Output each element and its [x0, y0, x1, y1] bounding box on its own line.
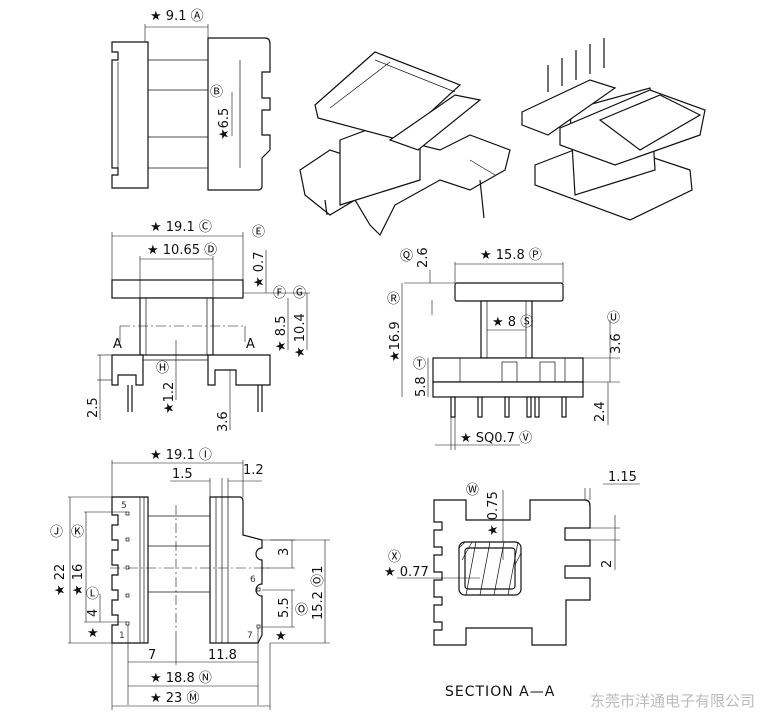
dim-q-ref: Ⓠ [400, 249, 413, 264]
dim-t-ref: Ⓣ [413, 357, 426, 372]
dim-j-label: ★ 22 [53, 564, 68, 596]
section-mark-right: A [246, 337, 255, 352]
dim-q-label: 2.6 [416, 247, 431, 268]
dim-j-ref: Ⓙ [50, 525, 63, 540]
dim-3-label: 3 [277, 548, 292, 556]
dim-l-ref: Ⓛ [86, 587, 99, 602]
dim-11-8-label: 11.8 [208, 648, 237, 663]
dim-u-ref: Ⓤ [607, 311, 620, 326]
top-view: ★ 9.1 Ⓐ Ⓑ ★6.5 [111, 9, 271, 191]
dim-w-label: ★ 0.75 [486, 491, 501, 536]
dim-d-label: ★ 10.65 Ⓓ [147, 243, 217, 258]
dim-1-2-label: 1.2 [243, 463, 264, 478]
dim-g-ref: Ⓖ [293, 286, 306, 301]
isometric-view-rear [521, 38, 706, 221]
dim-5-5-label: 5.5 [277, 597, 292, 618]
dim-1-15-label: 1.15 [608, 470, 637, 485]
dim-b-ref: Ⓑ [210, 85, 223, 100]
bottom-view: 5 1 6 7 ★ 19.1 Ⓘ 1.5 1.2 Ⓙ ★ 22 Ⓚ ★ 16 Ⓛ… [50, 448, 330, 710]
pin-number-1: 1 [119, 631, 125, 641]
dim-3-6-label: 3.6 [216, 411, 231, 432]
front-view: A A ★ 19.1 Ⓒ ★ 10.65 Ⓓ Ⓔ ★ 0.7 Ⓕ ★ 8.5 Ⓖ… [86, 220, 310, 432]
dim-2-label: 2 [600, 560, 615, 568]
dim-2-5-label: 2.5 [86, 397, 101, 418]
dim-g-label: ★ 10.4 [293, 313, 308, 358]
dim-f-label: ★ 8.5 [274, 316, 289, 352]
dim-s-label: ★ 8 Ⓢ [492, 315, 533, 330]
dim-r-ref: Ⓡ [387, 292, 400, 307]
dim-l-label: 4 [86, 609, 101, 617]
dim-r-label: ★16.9 [388, 321, 403, 362]
section-a-a-view: Ⓦ ★ 0.75 1.15 2 Ⓧ ★ 0.77 SECTION A—A [384, 470, 640, 700]
dim-b-label: ★6.5 [217, 108, 232, 140]
side-view: Ⓠ 2.6 ★ 15.8 Ⓟ ★ 8 Ⓢ Ⓡ ★16.9 Ⓣ 5.8 Ⓤ 3.6… [387, 247, 624, 450]
dim-n-label: ★ 18.8 Ⓝ [150, 671, 212, 686]
dim-o1-label: 15.2 Ⓞ1 [311, 566, 326, 620]
dim-k-ref: Ⓚ [71, 525, 84, 540]
dim-o-star: ★ [275, 629, 287, 644]
dim-e-label: ★ 0.7 [252, 252, 267, 288]
dim-h-label: ★1.2 [162, 382, 177, 414]
dim-w-ref: Ⓦ [466, 483, 479, 498]
dim-f-ref: Ⓕ [273, 286, 286, 301]
dim-p-label: ★ 15.8 Ⓟ [480, 248, 542, 263]
dim-2-4-label: 2.4 [593, 401, 608, 422]
dim-x-label: ★ 0.77 [384, 565, 429, 580]
dim-e-ref: Ⓔ [252, 225, 265, 240]
dim-x-ref: Ⓧ [388, 550, 401, 565]
dim-i-label: ★ 19.1 Ⓘ [150, 448, 212, 463]
dim-a-label: ★ 9.1 Ⓐ [150, 9, 204, 24]
dim-c-label: ★ 19.1 Ⓒ [150, 220, 212, 235]
pins [450, 396, 567, 418]
dim-l-star: ★ [87, 626, 99, 641]
dim-7-label: 7 [148, 648, 156, 663]
pin-number-6: 6 [250, 575, 256, 585]
dim-1-5-label: 1.5 [172, 467, 193, 482]
dim-u-label: 3.6 [609, 333, 624, 354]
pin-number-7: 7 [247, 631, 253, 641]
dim-m-label: ★ 23 Ⓜ [150, 691, 199, 706]
pin-number-5: 5 [121, 501, 127, 511]
dim-h-ref: Ⓗ [156, 361, 169, 376]
watermark: 东莞市洋通电子有限公司 [590, 692, 755, 710]
dim-t-label: 5.8 [414, 376, 429, 397]
dim-k-label: ★ 16 [71, 564, 86, 596]
section-mark-left: A [113, 337, 122, 352]
isometric-view-front [299, 51, 511, 237]
dim-o-ref: Ⓞ [295, 603, 308, 618]
section-title: SECTION A—A [445, 684, 555, 700]
dim-v-label: ★ SQ0.7 Ⓥ [460, 431, 532, 446]
